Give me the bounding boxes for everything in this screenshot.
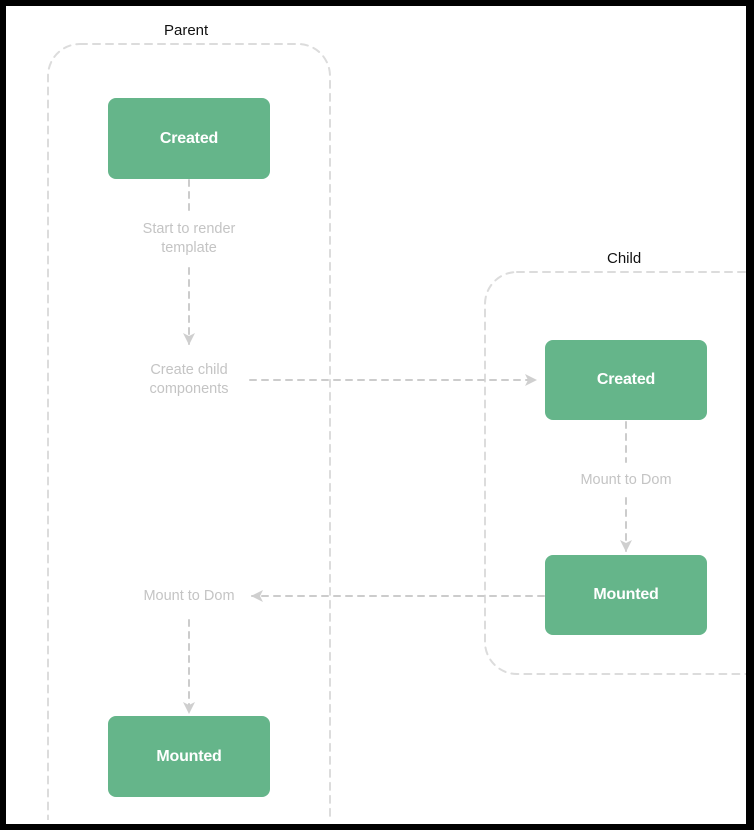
parent-step-create-child-components: Create child components — [149, 362, 229, 397]
parent-container-label: Parent — [164, 22, 209, 39]
child-mounted-state: Mounted — [545, 555, 707, 635]
child-container-label: Child — [607, 250, 642, 267]
child-created-state: Created — [545, 340, 707, 420]
parent-step-mount-to-dom: Mount to Dom — [143, 588, 235, 604]
parent-created-state: Created — [108, 98, 270, 179]
parent-container — [47, 43, 331, 820]
parent-step-render-template: Start to render template — [142, 221, 236, 256]
parent-mounted-state: Mounted — [108, 716, 270, 797]
child-step-mount-to-dom: Mount to Dom — [580, 472, 672, 488]
child-container — [484, 271, 746, 675]
